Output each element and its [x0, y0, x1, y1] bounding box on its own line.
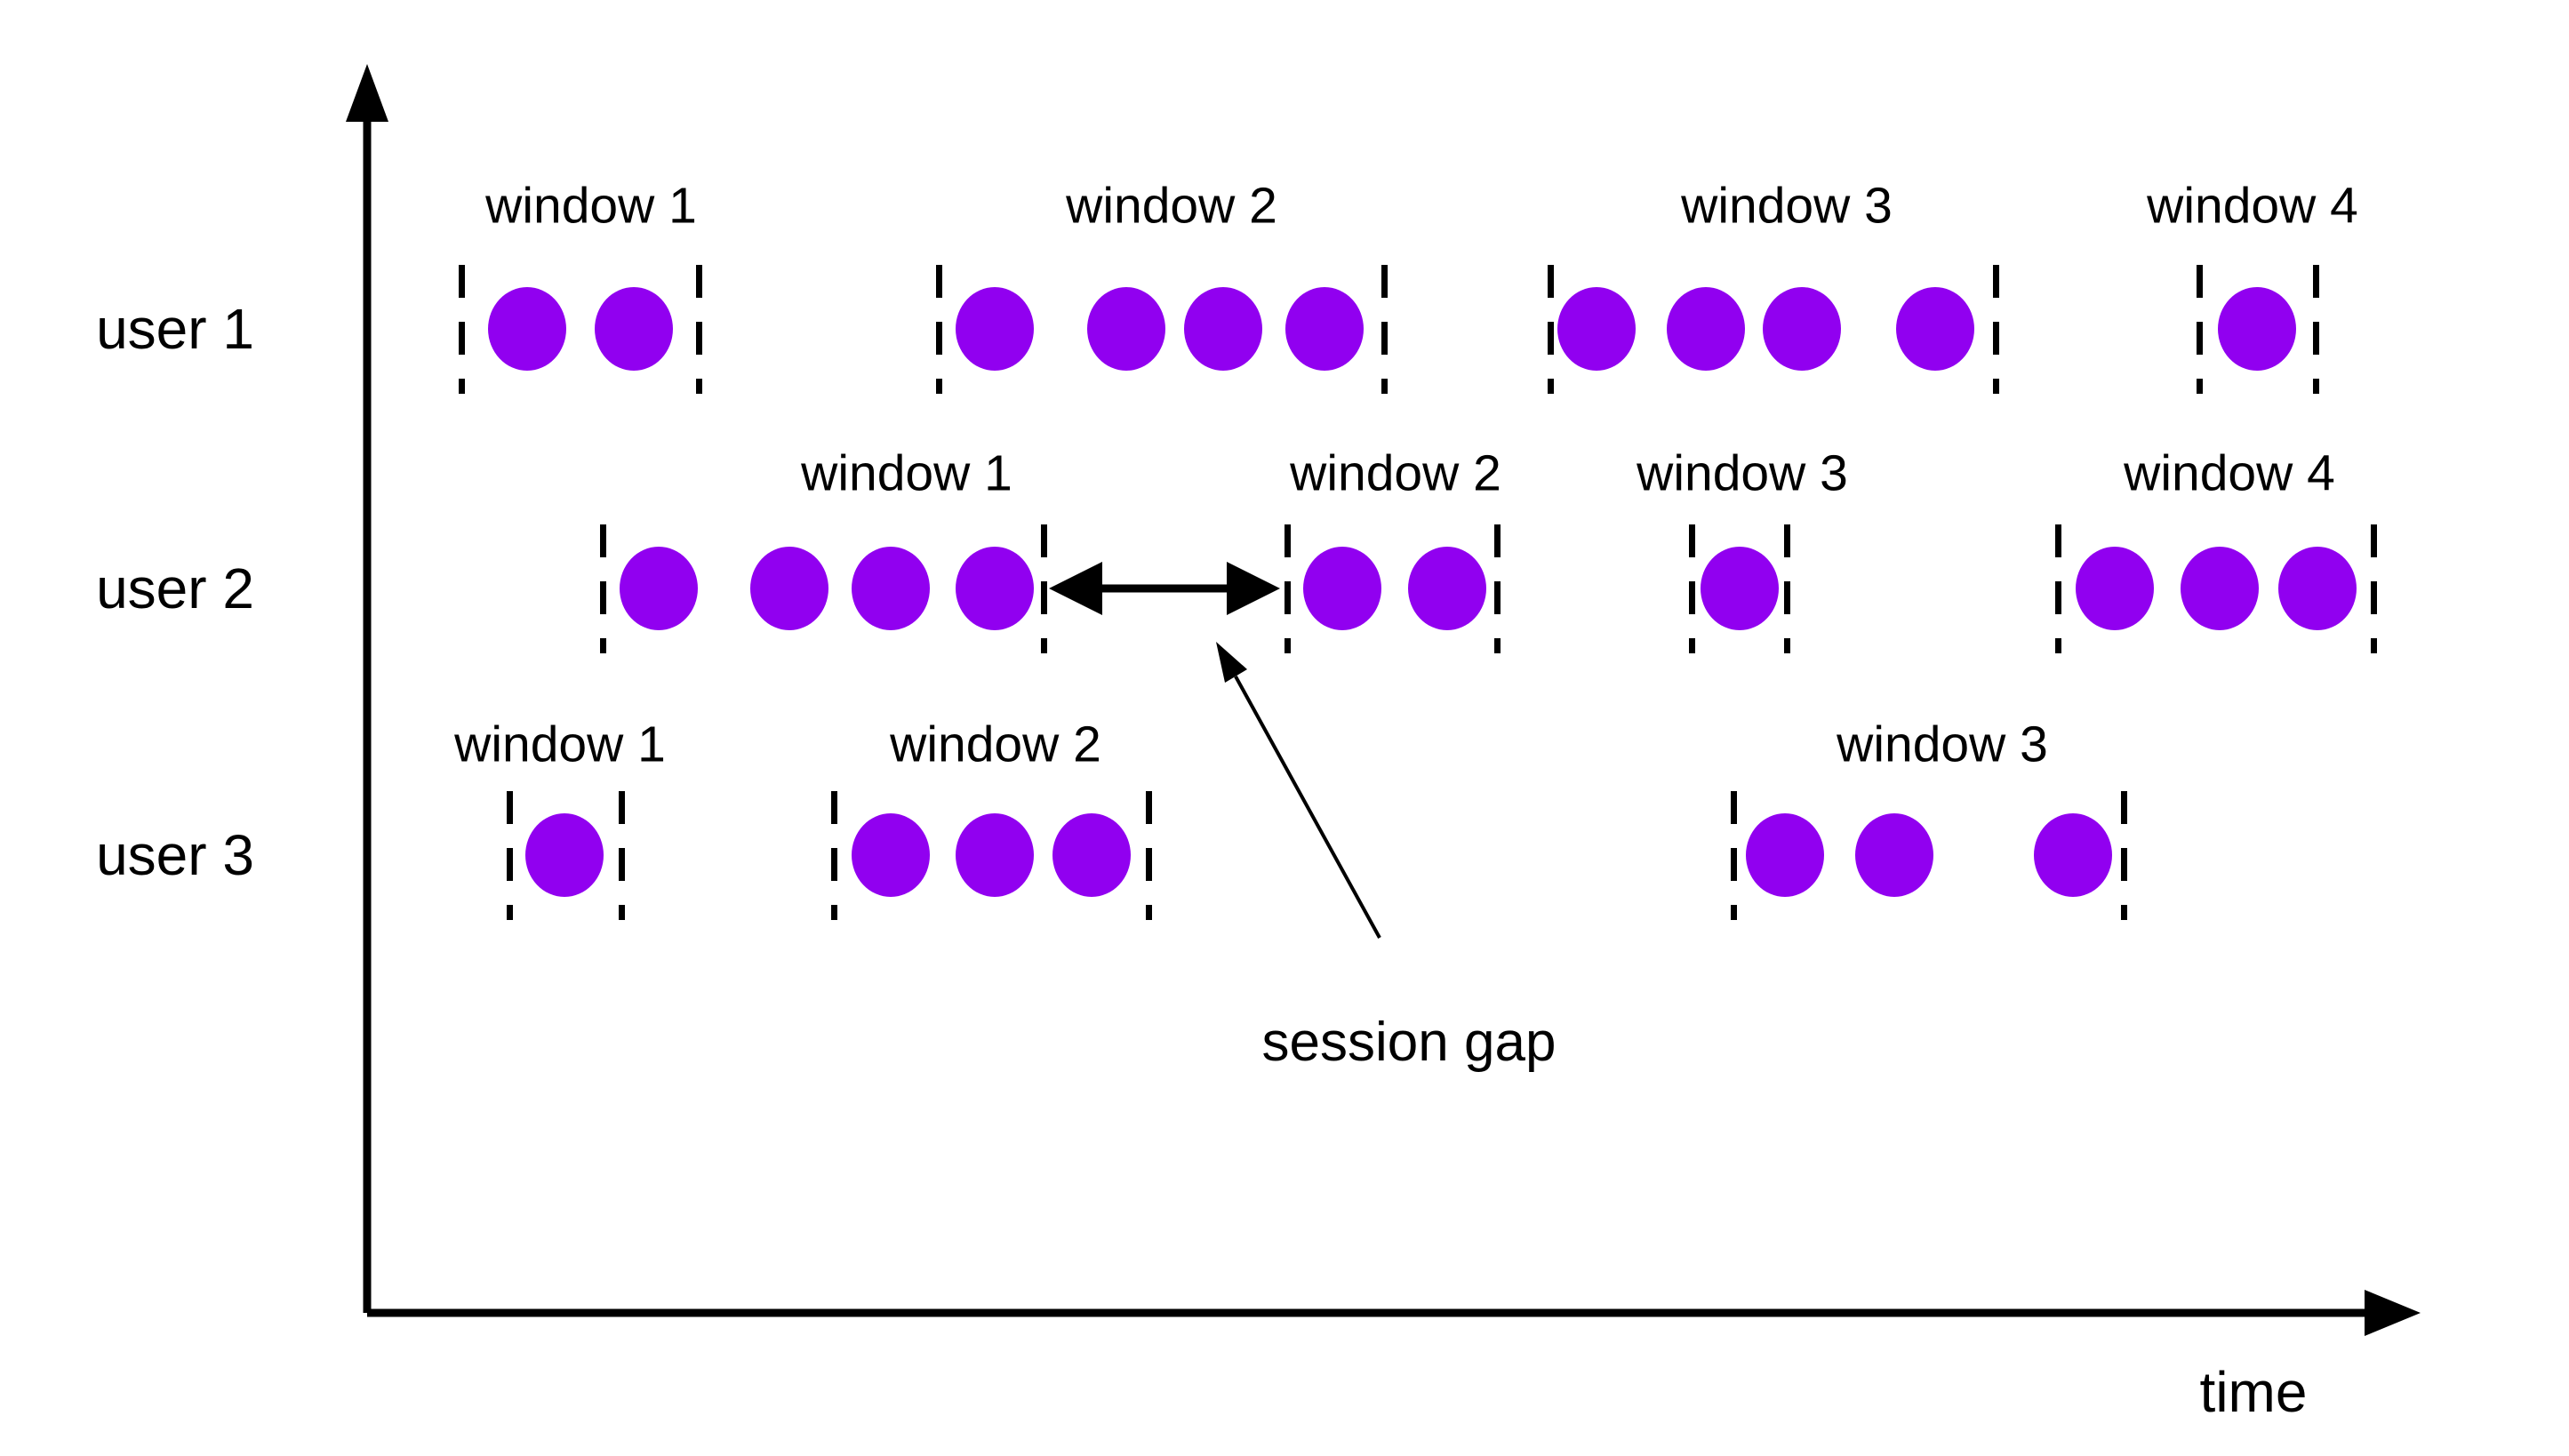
window-label: window 4 — [2124, 444, 2335, 502]
session-event-dot — [750, 547, 828, 630]
window-start-boundary — [1548, 265, 1554, 394]
window-end-boundary — [619, 791, 625, 920]
window-start-boundary — [1689, 524, 1695, 653]
session-event-dot — [2034, 813, 2112, 897]
window-start-boundary — [1284, 524, 1291, 653]
window-label: window 3 — [1837, 716, 2048, 773]
session-event-dot — [956, 547, 1034, 630]
gap-arrowhead-right-icon — [1227, 562, 1280, 615]
user-row-label: user 3 — [96, 823, 254, 887]
gap-arrowhead-left-icon — [1049, 562, 1102, 615]
window-end-boundary — [2371, 524, 2377, 653]
session-event-dot — [1896, 287, 1974, 371]
session-event-dot — [1303, 547, 1381, 630]
window-label: window 2 — [1066, 177, 1277, 235]
window-end-boundary — [1784, 524, 1790, 653]
gap-double-arrow — [1049, 562, 1280, 615]
session-event-dot — [2076, 547, 2154, 630]
session-event-dot — [1184, 287, 1262, 371]
session-event-dot — [1087, 287, 1165, 371]
window-end-boundary — [1494, 524, 1501, 653]
window-end-boundary — [1146, 791, 1152, 920]
session-event-dot — [1408, 547, 1486, 630]
session-event-dot — [1557, 287, 1636, 371]
window-label: window 1 — [454, 716, 666, 773]
session-gap-pointer-arrow — [1216, 642, 1381, 939]
session-event-dot — [620, 547, 698, 630]
window-end-boundary — [2121, 791, 2127, 920]
session-event-dot — [595, 287, 673, 371]
x-axis-arrowhead-icon — [2365, 1290, 2421, 1336]
window-start-boundary — [507, 791, 513, 920]
window-start-boundary — [2055, 524, 2061, 653]
user-row-label: user 1 — [96, 297, 254, 361]
session-event-dot — [1052, 813, 1131, 897]
session-event-dot — [1746, 813, 1824, 897]
window-start-boundary — [2197, 265, 2203, 394]
window-label: window 4 — [2147, 177, 2358, 235]
window-start-boundary — [600, 524, 606, 653]
user-row-label: user 2 — [96, 556, 254, 620]
y-axis-arrowhead-icon — [346, 64, 388, 122]
session-event-dot — [852, 813, 930, 897]
window-label: window 2 — [1290, 444, 1501, 502]
session-event-dot — [956, 813, 1034, 897]
window-label: window 3 — [1637, 444, 1848, 502]
window-end-boundary — [1993, 265, 1999, 394]
window-start-boundary — [1731, 791, 1737, 920]
window-end-boundary — [696, 265, 702, 394]
x-axis-label: time — [2199, 1360, 2308, 1424]
session-event-dot — [852, 547, 930, 630]
window-start-boundary — [459, 265, 465, 394]
window-label: window 2 — [890, 716, 1101, 773]
session-event-dot — [2278, 547, 2357, 630]
session-gap-label: session gap — [1261, 1012, 1557, 1073]
session-event-dot — [525, 813, 604, 897]
window-start-boundary — [936, 265, 942, 394]
window-end-boundary — [2313, 265, 2319, 394]
pointer-arrowhead-icon — [1216, 642, 1247, 683]
window-label: window 3 — [1681, 177, 1893, 235]
window-end-boundary — [1041, 524, 1047, 653]
window-end-boundary — [1381, 265, 1388, 394]
session-event-dot — [1763, 287, 1841, 371]
session-event-dot — [1667, 287, 1745, 371]
window-label: window 1 — [801, 444, 1012, 502]
window-start-boundary — [831, 791, 837, 920]
session-event-dot — [488, 287, 566, 371]
session-event-dot — [956, 287, 1034, 371]
window-label: window 1 — [485, 177, 697, 235]
session-event-dot — [2218, 287, 2296, 371]
session-event-dot — [1855, 813, 1933, 897]
session-event-dot — [2181, 547, 2259, 630]
session-event-dot — [1701, 547, 1779, 630]
session-event-dot — [1285, 287, 1364, 371]
